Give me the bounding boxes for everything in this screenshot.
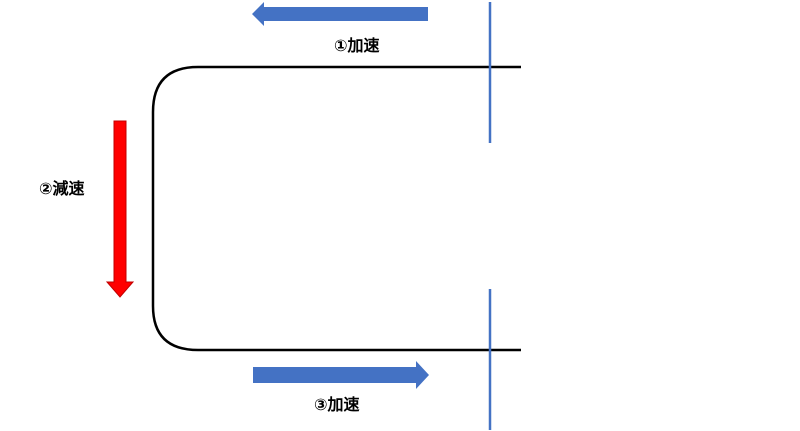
arrow-down-icon (105, 120, 135, 298)
label-accelerate-1: ①加速 (334, 36, 380, 55)
track-path (151, 65, 521, 352)
label-decelerate-2: ②減速 (39, 179, 85, 198)
label-accelerate-3: ③加速 (314, 395, 360, 414)
arrow-right-icon (253, 361, 429, 389)
arrow-left-icon (252, 2, 428, 26)
